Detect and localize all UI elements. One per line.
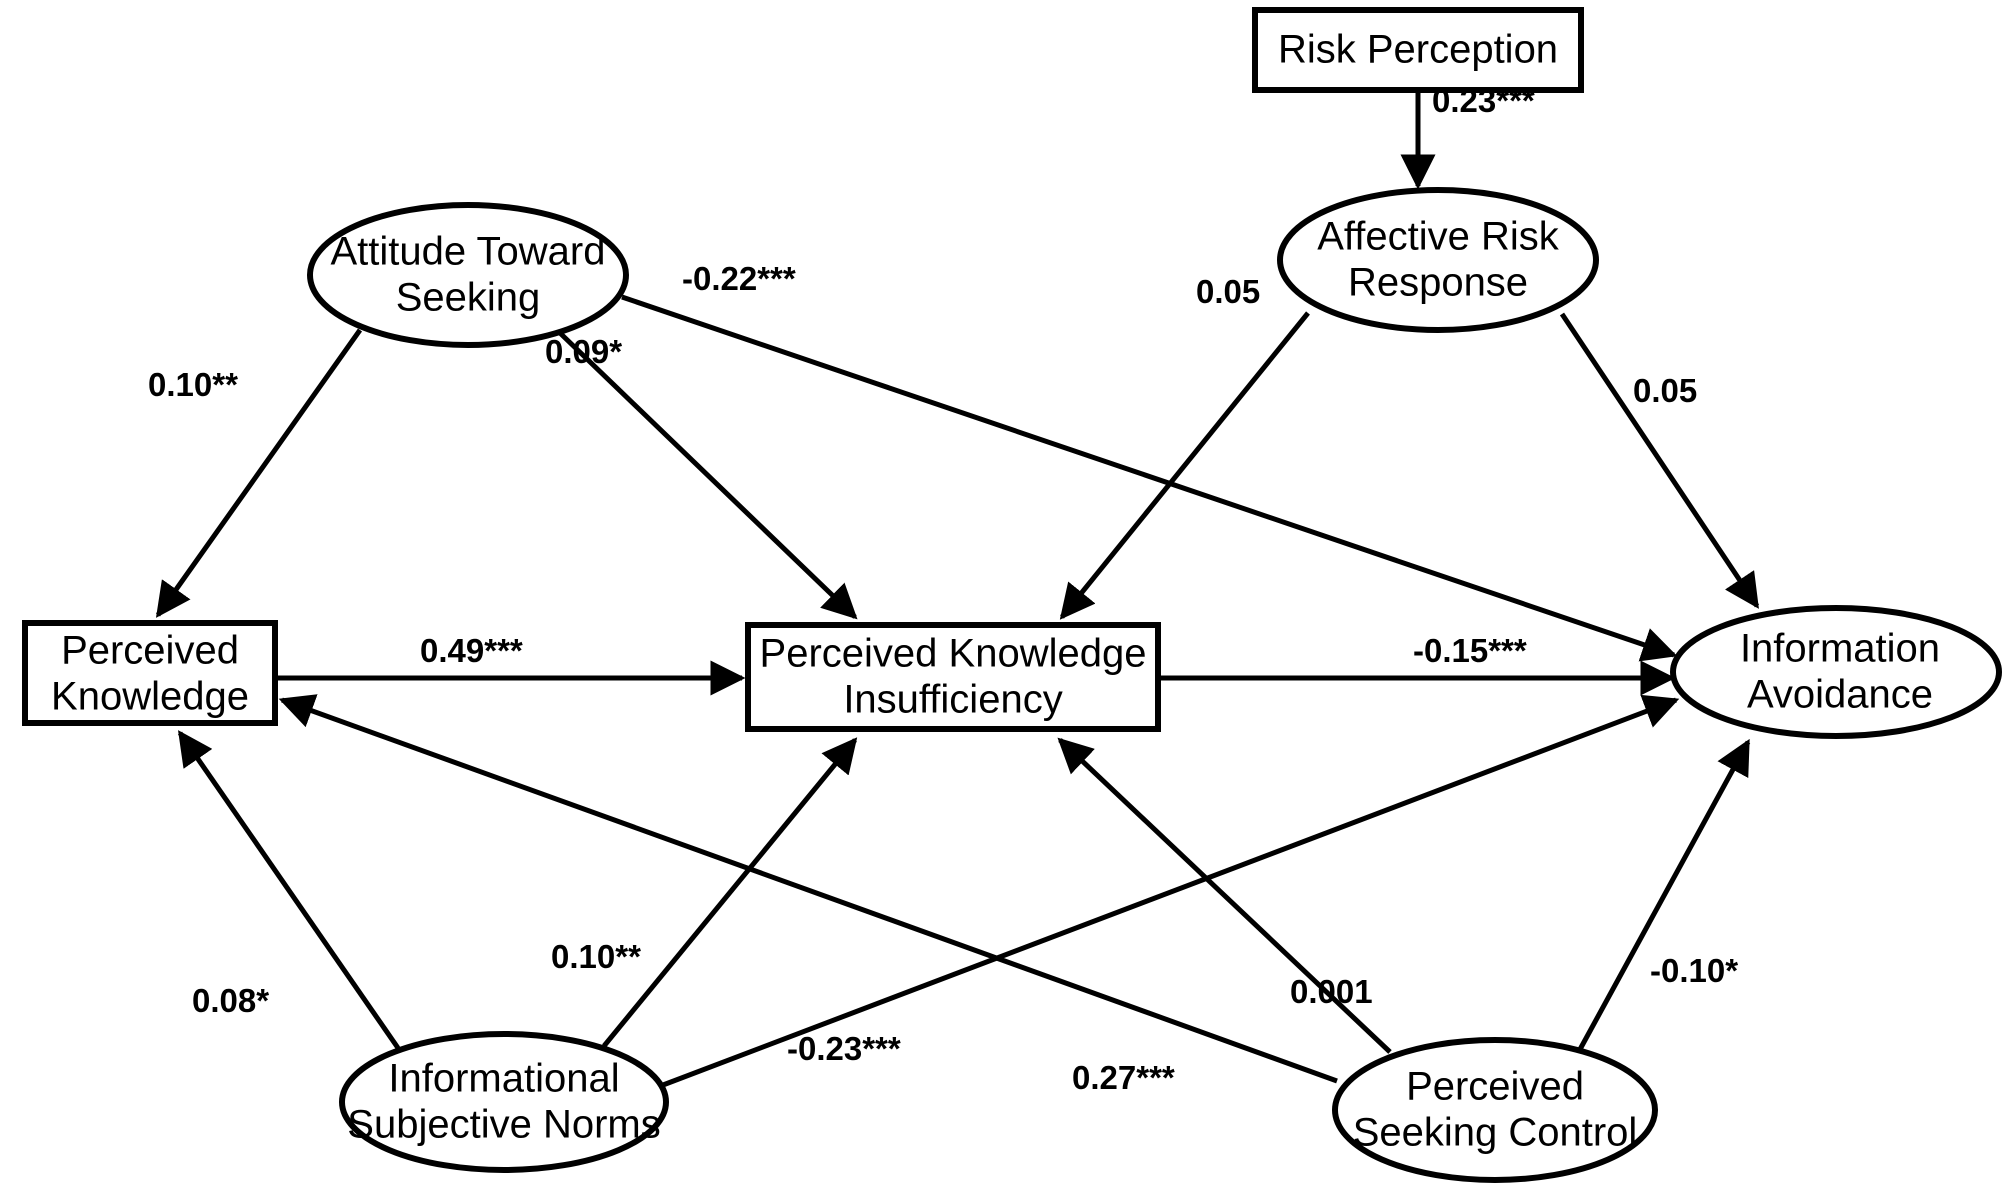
edge-affective-to-information-avoidance: 0.05 — [1559, 312, 1760, 609]
node-label-attitude-toward-seeking-line2: Seeking — [396, 276, 541, 320]
node-label-informational-subjective-norms-line1: Informational — [388, 1057, 619, 1101]
node-label-risk-perception: Risk Perception — [1278, 28, 1558, 72]
node-attitude-toward-seeking[interactable]: Attitude Toward Seeking — [307, 202, 629, 348]
node-label-perceived-knowledge-insufficiency-line1: Perceived Knowledge — [760, 632, 1147, 676]
edge-affective-to-insufficiency: 0.05 — [1059, 273, 1310, 620]
node-label-perceived-seeking-control-line1: Perceived — [1406, 1065, 1584, 1109]
edge-label-pki-ia: -0.15*** — [1413, 632, 1527, 669]
edge-norms-to-information-avoidance: -0.23*** — [662, 694, 1680, 1088]
edge-risk-perception-to-affective-risk-response: 0.23*** — [1400, 82, 1535, 190]
edge-label-isn-pk: 0.08* — [192, 982, 269, 1019]
edge-norms-to-insufficiency: 0.10** — [551, 737, 858, 1048]
edge-knowledge-to-insufficiency: 0.49*** — [276, 632, 746, 696]
edge-control-to-information-avoidance: -0.10* — [1575, 738, 1751, 1055]
node-informational-subjective-norms[interactable]: Informational Subjective Norms — [339, 1031, 669, 1173]
node-label-perceived-knowledge-insufficiency-line2: Insufficiency — [843, 678, 1062, 722]
edge-label-ats-pki: 0.09* — [545, 333, 622, 370]
node-label-perceived-knowledge-line2: Knowledge — [51, 675, 249, 719]
node-label-attitude-toward-seeking-line1: Attitude Toward — [331, 230, 606, 274]
edge-label-arr-pki: 0.05 — [1196, 273, 1260, 310]
node-perceived-knowledge-insufficiency[interactable]: Perceived Knowledge Insufficiency — [745, 622, 1161, 732]
node-label-perceived-knowledge-line1: Perceived — [61, 629, 239, 673]
edge-label-ats-ia: -0.22*** — [682, 260, 796, 297]
node-risk-perception[interactable]: Risk Perception — [1252, 7, 1584, 93]
edge-label-psc-pk: 0.27*** — [1072, 1059, 1175, 1096]
node-label-informational-subjective-norms-line2: Subjective Norms — [347, 1103, 660, 1147]
edge-control-to-insufficiency: 0.001 — [1057, 737, 1392, 1054]
node-perceived-seeking-control[interactable]: Perceived Seeking Control — [1332, 1037, 1658, 1183]
node-label-affective-risk-response-line2: Response — [1348, 261, 1528, 305]
edge-label-isn-ia: -0.23*** — [787, 1030, 901, 1067]
edge-label-ats-pk: 0.10** — [148, 366, 238, 403]
edge-control-to-perceived-knowledge: 0.27*** — [278, 694, 1338, 1096]
node-label-information-avoidance-line1: Information — [1740, 627, 1940, 671]
edge-label-psc-ia: -0.10* — [1650, 952, 1738, 989]
edge-attitude-to-insufficiency: 0.09* — [545, 331, 858, 620]
node-perceived-knowledge[interactable]: Perceived Knowledge — [22, 620, 278, 726]
edge-attitude-to-information-avoidance: -0.22*** — [621, 260, 1678, 662]
edge-attitude-to-perceived-knowledge: 0.10** — [148, 328, 363, 618]
edge-norms-to-perceived-knowledge: 0.08* — [177, 730, 401, 1050]
node-information-avoidance[interactable]: Information Avoidance — [1670, 605, 2002, 739]
edge-insufficiency-to-information-avoidance: -0.15*** — [1159, 632, 1676, 696]
edge-label-pk-pki: 0.49*** — [420, 632, 523, 669]
node-label-perceived-seeking-control-line2: Seeking Control — [1353, 1111, 1638, 1155]
edge-label-isn-pki: 0.10** — [551, 938, 641, 975]
node-label-information-avoidance-line2: Avoidance — [1747, 673, 1933, 717]
node-affective-risk-response[interactable]: Affective Risk Response — [1277, 187, 1599, 333]
edge-label-arr-ia: 0.05 — [1633, 372, 1697, 409]
node-label-affective-risk-response-line1: Affective Risk — [1317, 215, 1560, 259]
edge-label-psc-pki: 0.001 — [1290, 973, 1373, 1010]
